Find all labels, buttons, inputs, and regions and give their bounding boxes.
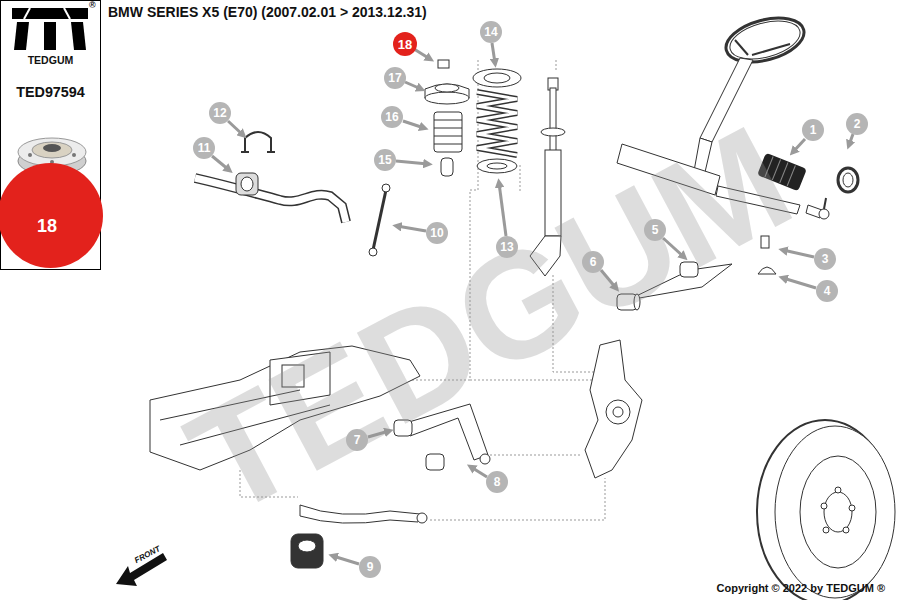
callout-number-text: 5 (652, 224, 659, 236)
callout-number-text: 4 (824, 285, 831, 297)
knuckle (585, 340, 642, 478)
callout-number: 5 (644, 219, 666, 241)
callout-number-text: 13 (500, 241, 513, 253)
callout-number: 7 (346, 429, 368, 451)
callout-number-text: 11 (198, 142, 211, 154)
callout-number-text: 15 (378, 154, 391, 166)
logo (12, 8, 88, 50)
callout-number-text: 12 (213, 107, 226, 119)
part-number: TED97594 (1, 85, 100, 99)
part-badge: 18 (0, 163, 103, 268)
diagram-title: BMW SERIES X5 (E70) (2007.02.01 > 2013.1… (108, 5, 427, 20)
callout-number-text: 16 (385, 111, 398, 123)
callout-number: 8 (486, 471, 508, 493)
copyright: Copyright © 2022 by TEDGUM ® (717, 582, 885, 594)
callout-number: 3 (814, 248, 836, 270)
callout-number: 10 (426, 222, 448, 244)
wheel (757, 420, 895, 600)
product-panel: 18 TEDGUM TED97594 (0, 0, 101, 270)
callout-number-text: 14 (484, 26, 497, 38)
callout-number-text: 7 (354, 434, 361, 446)
callout-number: 4 (816, 280, 838, 302)
callout-number: 1 (802, 119, 824, 141)
brand-name: TEDGUM (1, 55, 100, 66)
callout-number-text: 17 (388, 72, 401, 84)
callout-number: 6 (582, 251, 604, 273)
callout-number: 13 (496, 236, 518, 258)
callout-number-text: 6 (590, 256, 597, 268)
registered-mark: ® (89, 1, 96, 11)
spring (473, 69, 521, 173)
callout-number-highlight: 18 (393, 32, 417, 56)
callout-number: 15 (374, 149, 396, 171)
callout-number: 11 (193, 137, 215, 159)
callout-number-text: 18 (0, 217, 97, 235)
callout-number-text: 8 (494, 476, 501, 488)
callout-number: 2 (846, 113, 868, 135)
callout-number-text: 9 (367, 561, 374, 573)
callout-number-text: 1 (810, 124, 817, 136)
stabilizer (195, 132, 390, 256)
top-mount (425, 60, 469, 176)
callout-number-text: 18 (398, 38, 412, 51)
callout-number-text: 3 (822, 253, 829, 265)
callout-number: 12 (209, 102, 231, 124)
callout-number-text: 10 (430, 227, 443, 239)
callout-number: 16 (381, 106, 403, 128)
callout-number: 14 (480, 21, 502, 43)
callout-number: 9 (359, 556, 381, 578)
callout-number: 17 (384, 67, 406, 89)
callout-number-text: 2 (854, 118, 861, 130)
